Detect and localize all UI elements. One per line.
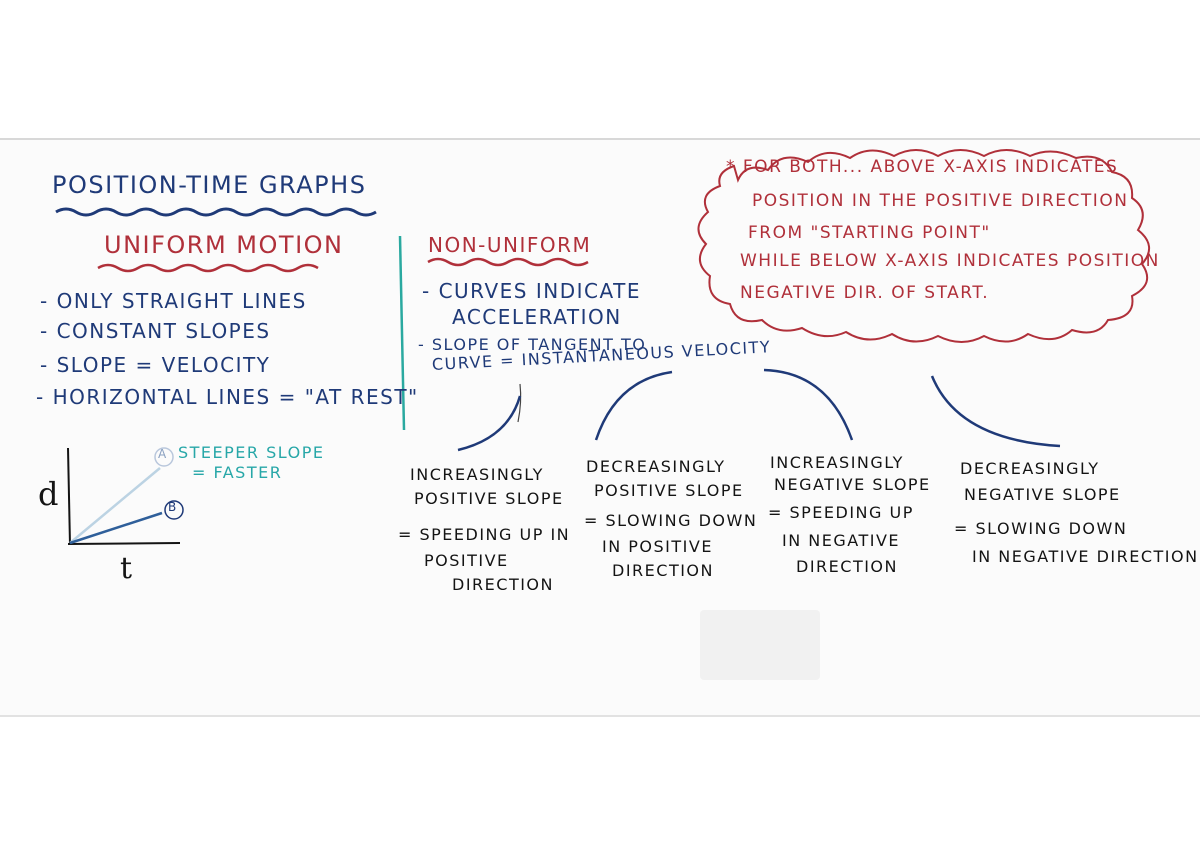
nonuniform-point-1-cont: ACCELERATION	[452, 305, 622, 329]
divider-line	[398, 235, 406, 431]
curve-1-slope-line-2: POSITIVE SLOPE	[414, 489, 564, 508]
curve-2-meaning-line-3: DIRECTION	[612, 561, 714, 580]
title-underline	[55, 207, 377, 217]
curve-3-slope-line-1: INCREASINGLY	[770, 453, 904, 472]
curve-4-meaning-line-1: = SLOWING DOWN	[954, 519, 1128, 538]
curve-3-slope-line-2: NEGATIVE SLOPE	[774, 475, 931, 494]
marker-a-circle	[154, 447, 174, 467]
curve-1-meaning-line-2: POSITIVE	[424, 551, 509, 570]
curve-increasingly-positive	[457, 395, 522, 452]
line-a	[69, 467, 161, 544]
curve-4-slope-line-2: NEGATIVE SLOPE	[964, 485, 1121, 504]
curve-2-slope-line-2: POSITIVE SLOPE	[594, 481, 744, 500]
curve-decreasingly-negative	[930, 375, 1061, 448]
curve-2-slope-line-1: DECREASINGLY	[586, 457, 726, 476]
curve-1-slope-line-1: INCREASINGLY	[410, 465, 544, 484]
note-line-4: WHILE BELOW X-AXIS INDICATES POSITION	[740, 251, 1160, 271]
curve-4-slope-line-1: DECREASINGLY	[960, 459, 1100, 478]
uniform-heading: UNIFORM MOTION	[104, 231, 344, 259]
nonuniform-underline	[427, 257, 589, 267]
curve-3-meaning-line-2: IN NEGATIVE	[782, 531, 900, 550]
curve-1-meaning-line-3: DIRECTION	[452, 575, 554, 594]
marker-b-circle	[164, 500, 184, 520]
curve-3-meaning-line-1: = SPEEDING UP	[768, 503, 914, 522]
note-line-2: POSITION IN THE POSITIVE DIRECTION	[752, 191, 1129, 211]
uniform-point-4: - HORIZONTAL LINES = "AT REST"	[36, 385, 419, 409]
curve-2-meaning-line-1: = SLOWING DOWN	[584, 511, 758, 530]
graph-y-axis	[67, 447, 71, 546]
note-line-5: NEGATIVE DIR. OF START.	[740, 283, 990, 303]
uniform-point-1: - ONLY STRAIGHT LINES	[40, 289, 307, 313]
curve-3-meaning-line-3: DIRECTION	[796, 557, 898, 576]
uniform-underline	[97, 263, 319, 273]
curve-increasingly-negative	[763, 368, 854, 441]
note-line-3: FROM "STARTING POINT"	[748, 223, 991, 243]
graph-y-label: d	[38, 475, 60, 513]
steeper-slope-note: STEEPER SLOPE	[178, 443, 325, 462]
curve-decreasingly-positive	[594, 370, 673, 441]
uniform-point-3: - SLOPE = VELOCITY	[40, 353, 271, 377]
curve-1-meaning-line-1: = SPEEDING UP IN	[398, 525, 571, 544]
page-title: POSITION-TIME GRAPHS	[52, 171, 367, 199]
nonuniform-heading: NON-UNIFORM	[428, 233, 592, 257]
graph-x-label: t	[120, 551, 134, 586]
curve-4-meaning-line-2: IN NEGATIVE DIRECTION	[972, 547, 1199, 566]
nonuniform-point-1: - CURVES INDICATE	[422, 279, 641, 303]
faster-note: = FASTER	[192, 463, 283, 482]
line-b	[69, 511, 163, 545]
note-line-1: * FOR BOTH... ABOVE X-AXIS INDICATES	[726, 157, 1119, 177]
marker-a-label: A	[158, 447, 167, 461]
cloud-outline	[697, 149, 1150, 343]
pointer-to-curve	[517, 383, 522, 423]
nonuniform-point-2: - SLOPE OF TANGENT TO	[418, 335, 647, 354]
graph-x-axis	[67, 542, 181, 545]
uniform-point-2: - CONSTANT SLOPES	[40, 319, 271, 343]
marker-b-label: B	[168, 500, 177, 514]
eraser-smudge	[700, 610, 820, 680]
curve-2-meaning-line-2: IN POSITIVE	[602, 537, 713, 556]
